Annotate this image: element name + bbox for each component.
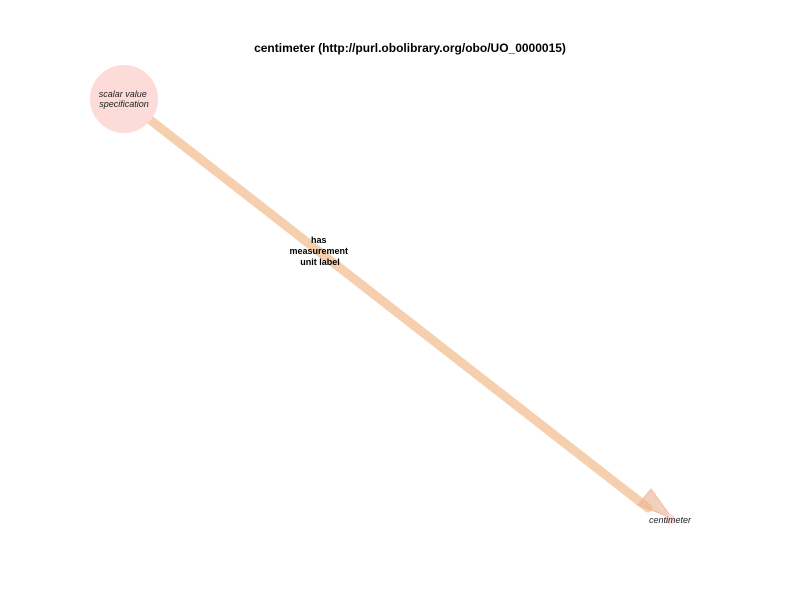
node-centimeter: centimeter xyxy=(649,514,692,525)
edge-label-line-3: unit label xyxy=(300,257,340,267)
node-label-line-2: specification xyxy=(99,99,149,109)
edge-arrowhead xyxy=(637,488,674,520)
edge-label-line-2: measurement xyxy=(289,246,348,256)
edge-label-line-1: has xyxy=(311,235,327,245)
node-circle xyxy=(90,65,158,133)
node-label-line-1: scalar value xyxy=(99,89,147,99)
edge-line xyxy=(144,114,653,513)
graph-title: centimeter (http://purl.obolibrary.org/o… xyxy=(254,41,566,55)
edge-label: has measurement unit label xyxy=(289,235,350,267)
node-circle xyxy=(665,514,675,524)
edge-has-measurement-unit-label xyxy=(144,114,674,520)
node-label: scalar value specification xyxy=(99,89,150,109)
node-label: centimeter xyxy=(649,515,692,525)
node-scalar-value-specification: scalar value specification xyxy=(90,65,158,133)
